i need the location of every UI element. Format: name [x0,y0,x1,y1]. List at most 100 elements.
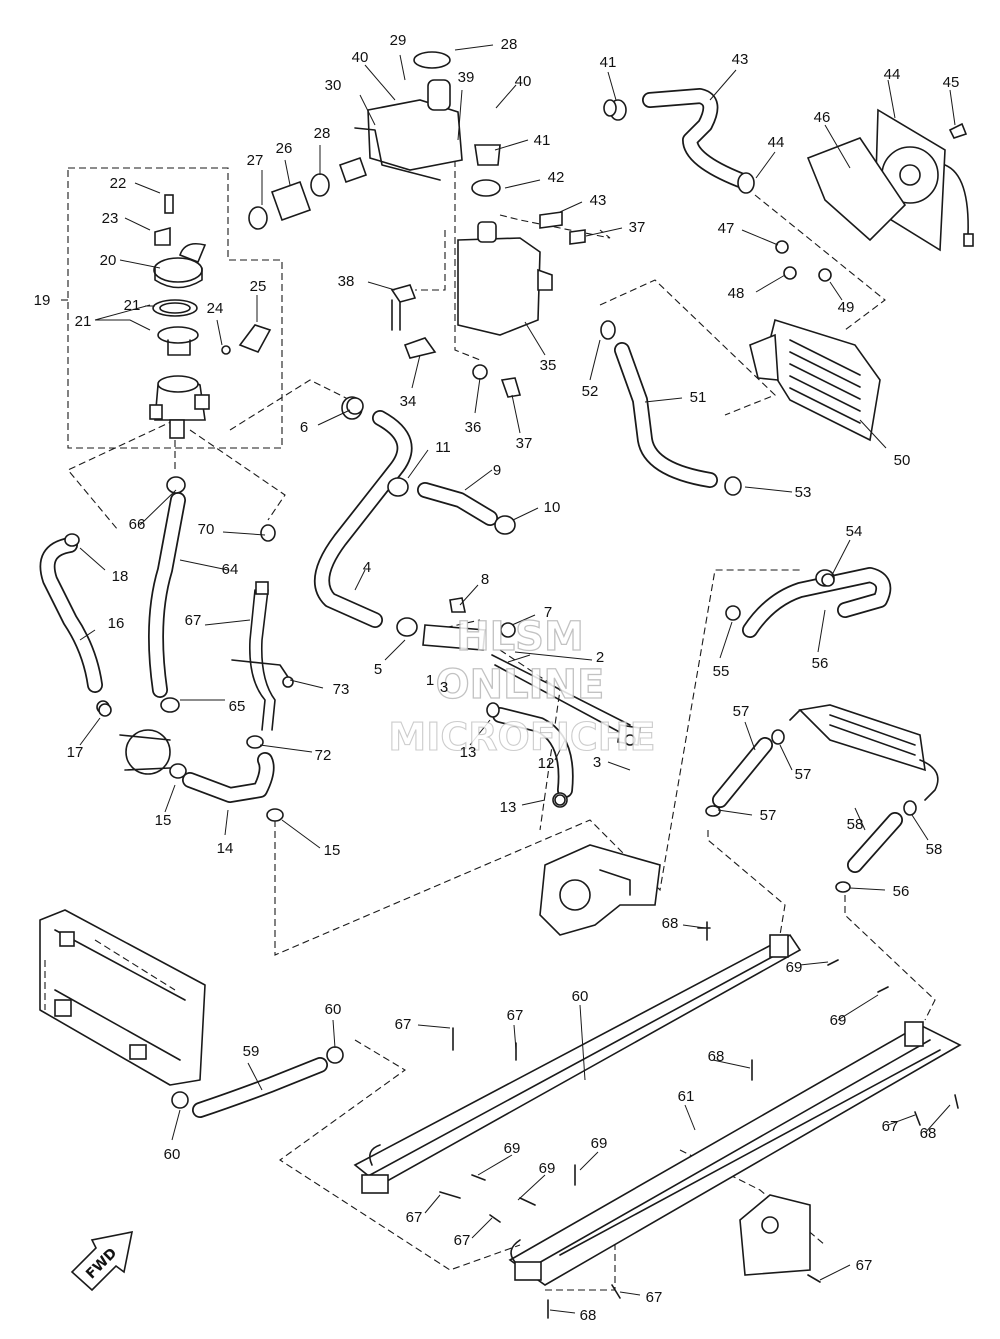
cooling-fan-assembly [806,108,974,252]
callout-13: 13 [500,799,517,816]
watermark-line-3: MICROFICHE [388,715,655,759]
callout-49: 49 [838,299,855,316]
callout-21: 21 [124,297,141,314]
hose-70 [231,524,294,749]
heat-exchanger-pipe [789,704,939,801]
callout-22: 22 [110,175,127,192]
thermostat-housing-assembly [149,194,272,439]
callout-60: 60 [164,1146,181,1163]
hose-9 [387,477,516,535]
callout-40: 40 [352,49,369,66]
callout-67: 67 [507,1007,524,1024]
callout-3: 3 [440,679,448,696]
callout-12: 12 [538,755,555,772]
callout-67: 67 [395,1016,412,1033]
heat-exchanger-rail-58 [508,1021,962,1286]
route-line [274,569,800,956]
callout-68: 68 [580,1307,597,1324]
callout-66: 66 [129,516,146,533]
callout-45: 45 [943,74,960,91]
callout-30: 30 [325,77,342,94]
callout-69: 69 [830,1012,847,1029]
route-line [415,230,446,291]
overflow-tank [457,144,586,398]
watermark-line-2: ONLINE [436,662,605,708]
callout-7: 7 [544,604,552,621]
callout-61: 61 [678,1088,695,1105]
route-line [707,830,786,936]
callout-41: 41 [600,54,617,71]
callout-72: 72 [315,747,332,764]
callout-23: 23 [102,210,119,227]
callout-28: 28 [314,125,331,142]
hose-14 [169,752,284,822]
callout-44: 44 [768,134,785,151]
thermostat-group-box [67,167,283,449]
callout-57: 57 [733,703,750,720]
callout-67: 67 [185,612,202,629]
callout-70: 70 [198,521,215,538]
callout-41: 41 [534,132,551,149]
callout-51: 51 [690,389,707,406]
callout-29: 29 [390,32,407,49]
route-line [229,379,351,431]
hose-61 [725,567,892,638]
callout-56: 56 [893,883,910,900]
callout-73: 73 [333,681,350,698]
pipe-1 [396,597,516,651]
route-line [499,214,611,239]
mounting-bracket [739,1194,811,1276]
watermark-line-1: HLSM [456,614,584,660]
callout-26: 26 [276,140,293,157]
callout-13: 13 [460,744,477,761]
callout-64: 64 [222,561,239,578]
callout-67: 67 [882,1118,899,1135]
hose-56 [705,729,917,893]
coolant-reservoir-tank [338,51,463,184]
callout-37: 37 [629,219,646,236]
callout-60: 60 [325,1001,342,1018]
route-line [67,419,176,531]
route-line [434,619,481,631]
water-pump [539,844,661,936]
pump-cover [98,703,171,775]
heat-exchanger-rail-55 [353,933,802,1194]
callout-68: 68 [708,1048,725,1065]
callout-18: 18 [112,568,129,585]
hose-59 [171,1046,344,1118]
callout-56: 56 [812,655,829,672]
callout-28: 28 [501,36,518,53]
callout-58: 58 [847,816,864,833]
route-line [44,939,176,1010]
route-line [844,895,936,1021]
callout-47: 47 [718,220,735,237]
route-line [754,194,886,331]
callout-17: 17 [67,744,84,761]
callout-25: 25 [250,278,267,295]
callout-36: 36 [465,419,482,436]
callout-57: 57 [795,766,812,783]
oil-cooler-radiator [749,240,881,442]
route-line [454,160,481,361]
route-line [279,1039,521,1271]
callout-5: 5 [374,661,382,678]
callout-1: 1 [426,672,434,689]
callout-46: 46 [814,109,831,126]
callout-67: 67 [856,1257,873,1274]
callout-67: 67 [646,1289,663,1306]
callout-67: 67 [454,1232,471,1249]
callout-44: 44 [884,66,901,83]
callout-16: 16 [108,615,125,632]
callout-6: 6 [300,419,308,436]
route-line [599,279,776,416]
hose-16 [39,533,110,714]
hose-49 [600,320,742,496]
hose-43 [609,88,755,194]
callout-53: 53 [795,484,812,501]
callout-57: 57 [760,807,777,824]
callout-67: 67 [406,1209,423,1226]
hose-clamps [346,99,835,806]
callout-37: 37 [516,435,533,452]
rear-frame-bracket [39,909,206,1086]
